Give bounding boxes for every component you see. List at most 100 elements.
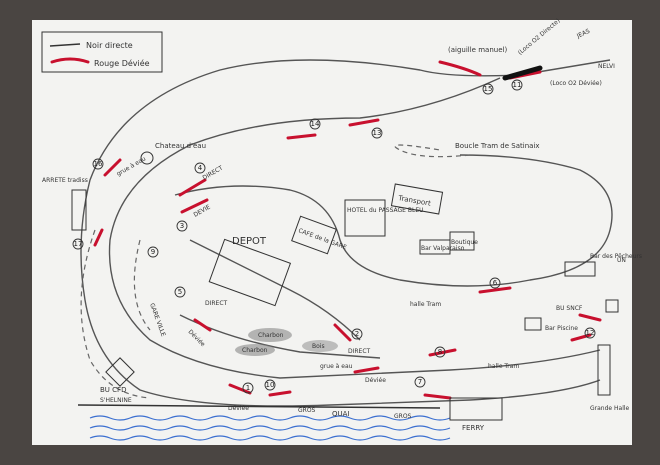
switch-marker: 14 <box>309 118 321 130</box>
transport-building <box>390 183 444 215</box>
label-depot: DEPOT <box>232 236 267 247</box>
track-dashed-mid <box>133 239 151 331</box>
label-nelvi: NELVI <box>598 63 615 70</box>
legend: Noir directe Rouge Déviée <box>41 31 163 73</box>
switch-marker: 11 <box>511 79 523 91</box>
turnout-red <box>438 60 482 77</box>
label-boucle-tram: Boucle Tram de Satinaix <box>455 142 540 150</box>
track-outer-loop <box>80 59 611 407</box>
turnout-red <box>180 198 209 214</box>
legend-red-label: Rouge Déviée <box>94 58 150 68</box>
switch-marker: 8 <box>434 346 446 358</box>
switch-marker: 2 <box>351 328 363 340</box>
switch-marker: 16 <box>92 158 104 170</box>
switch-marker: 5 <box>174 286 186 298</box>
switch-marker: 17 <box>72 238 84 250</box>
turnout-red <box>333 323 352 342</box>
svg-text:9: 9 <box>151 248 155 256</box>
label-halle-tram: halle Tram <box>410 301 441 308</box>
label-grue-eau-2: grue à eau <box>320 363 353 370</box>
label-un: UN <box>617 257 626 264</box>
label-quai: QUAI <box>332 410 350 418</box>
charbon-pile <box>235 344 275 356</box>
label-direct-2: DIRECT <box>348 348 371 355</box>
water <box>89 415 451 441</box>
label-hotel: HOTEL du PASSAGE BLEU <box>347 207 424 214</box>
track-lower-siding <box>179 314 381 359</box>
turnout-red <box>578 313 602 322</box>
turnout-red <box>478 286 512 294</box>
bu-sncf-building <box>524 317 542 331</box>
turnout-red <box>268 390 292 397</box>
cafe-gare-building <box>291 215 337 255</box>
turnout-red <box>103 158 122 177</box>
ferry-boat <box>449 397 503 421</box>
arrete-platform <box>71 189 87 231</box>
svg-text:5: 5 <box>178 288 182 296</box>
svg-text:11: 11 <box>513 81 522 89</box>
charbon-pile <box>248 328 292 342</box>
label-chateau-eau: Chateau d'eau <box>155 142 206 150</box>
bois-pile <box>302 340 338 352</box>
legend-red-line <box>50 57 90 64</box>
svg-text:2: 2 <box>355 330 359 338</box>
water-wave <box>89 415 451 421</box>
label-arrete: ARRETE tradiss <box>42 177 88 184</box>
legend-black-label: Noir directe <box>86 41 133 50</box>
turnout-red <box>428 348 457 357</box>
boutique-building <box>449 231 475 251</box>
label-ferry: FERRY <box>462 424 485 432</box>
svg-text:14: 14 <box>311 120 320 128</box>
label-charbon-2: Charbon <box>242 347 268 354</box>
label-bar-piscine: Bar Piscine <box>545 325 578 332</box>
switch-marker: 4 <box>194 162 206 174</box>
label-bar-valparaiso: Bar Valparaiso <box>421 245 465 252</box>
label-halle-tram-2: halle Tram <box>488 363 519 370</box>
switch-marker: 13 <box>371 127 383 139</box>
switch-marker: 3 <box>176 220 188 232</box>
quai-edge <box>77 404 441 409</box>
switch-marker: 7 <box>414 376 426 388</box>
track-tram-loop <box>394 144 471 158</box>
chateau-eau-icon <box>140 151 154 165</box>
label-bu-sncf: BU SNCF <box>556 305 583 312</box>
label-bois: Bois <box>312 343 325 350</box>
label-bar-pecheurs: Bar des Pêcheurs <box>590 253 642 260</box>
turnout-red <box>348 118 380 127</box>
svg-text:13: 13 <box>373 129 382 137</box>
track-inner-loop <box>174 154 613 287</box>
turnout-red <box>570 333 592 342</box>
depot-building <box>208 238 292 307</box>
svg-text:4: 4 <box>198 164 203 172</box>
label-bu-cfd: BU CFD <box>100 386 126 394</box>
svg-text:10: 10 <box>266 381 275 389</box>
track-depot-siding <box>189 239 361 341</box>
turnout-red <box>228 383 252 395</box>
turnout-red <box>423 393 452 400</box>
switch-markers: 1 2 3 4 5 6 7 8 9 10 11 12 13 14 15 16 1… <box>72 79 596 394</box>
bu-cfd-building <box>105 357 135 387</box>
track-inner-line <box>108 77 601 379</box>
loco-marker <box>502 65 543 81</box>
svg-text:7: 7 <box>418 378 422 386</box>
switch-marker: 12 <box>584 327 596 339</box>
label-direct-1: DIRECT <box>205 300 228 307</box>
hotel-building <box>344 199 386 237</box>
label-devie-3: Déviée <box>365 377 386 384</box>
legend-box <box>41 31 163 73</box>
label-charbon-1: Charbon <box>258 332 284 339</box>
label-gros-2: GROS <box>394 413 412 420</box>
label-boutique: Boutique <box>451 239 478 246</box>
turnout-red <box>286 133 317 140</box>
turnout-red <box>93 228 104 247</box>
paper-sheet <box>32 20 632 445</box>
svg-text:3: 3 <box>180 222 184 230</box>
svg-text:8: 8 <box>438 348 442 356</box>
switch-marker: 6 <box>489 277 501 289</box>
water-wave <box>89 425 451 431</box>
turnout-red <box>353 366 380 374</box>
svg-text:12: 12 <box>586 329 595 337</box>
track-dashed-outer <box>80 229 151 399</box>
water-wave <box>89 435 451 441</box>
